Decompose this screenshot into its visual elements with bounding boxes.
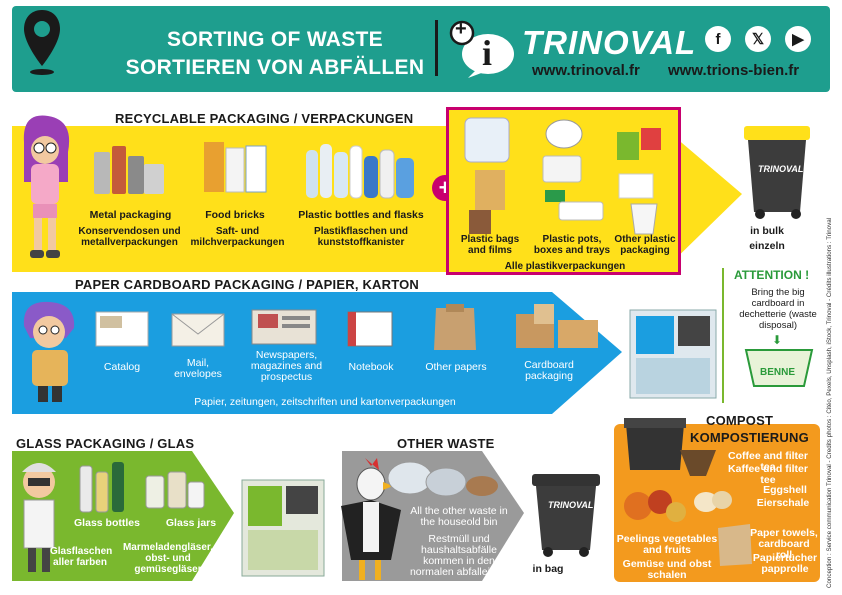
grey-bin-image bbox=[532, 474, 600, 557]
glass-title: GLASS PACKAGING / GLAS bbox=[16, 436, 195, 451]
food-bricks-de-label: Saft- und milchverpackungen bbox=[190, 226, 285, 248]
metal-packaging-de-label: Konservendosen und metallverpackungen bbox=[78, 226, 181, 248]
other-waste-image bbox=[387, 461, 498, 497]
paper-towels-label: Paper towels, cardboard roll bbox=[750, 527, 818, 561]
catalog-image bbox=[95, 311, 149, 347]
eggshell-label: Eggshell bbox=[763, 484, 807, 496]
girl-character-illustration bbox=[23, 115, 70, 258]
metal-packaging-image bbox=[94, 146, 164, 194]
plastic-packaging-box bbox=[446, 107, 681, 275]
mail-label: Mail, envelopes bbox=[174, 357, 222, 380]
attention-title: ATTENTION ! bbox=[734, 268, 810, 282]
paper-title: PAPER CARDBOARD PACKAGING / PAPIER, KART… bbox=[75, 277, 420, 292]
peelings-de-label: Gemüse und obst schalen bbox=[622, 558, 712, 581]
peelings-label: Peelings vegetables and fruits bbox=[616, 533, 718, 556]
newspapers-image bbox=[251, 309, 317, 345]
notebook-label: Notebook bbox=[348, 361, 394, 373]
benne-label: BENNE bbox=[760, 367, 796, 378]
header-divider bbox=[435, 20, 438, 76]
cardboard-image bbox=[516, 304, 598, 348]
paper-towel-image bbox=[718, 524, 752, 566]
other-plastic-label: Other plastic packaging bbox=[614, 234, 676, 256]
compost-title-en: COMPOST bbox=[706, 413, 774, 428]
coffee-label: Coffee and filter tea bbox=[728, 450, 808, 473]
peelings-image bbox=[624, 490, 686, 522]
plastic-bottles-de-label: Plastikflaschen und kunststoffkanister bbox=[314, 226, 408, 248]
youtube-icon[interactable]: ▶ bbox=[785, 26, 811, 52]
other-waste-de-text: Restmüll und haushaltsabfälle kommen in … bbox=[409, 533, 509, 578]
credits-text: Conception : Service communication Trino… bbox=[826, 217, 833, 588]
scientist-character-illustration bbox=[22, 463, 56, 572]
info-icon: + i bbox=[448, 18, 518, 78]
coffee-de-label: Kaffee und filter tee bbox=[728, 463, 808, 486]
plastic-items-image bbox=[464, 117, 661, 235]
plastic-bags-label: Plastic bags and films bbox=[460, 234, 520, 256]
eggshell-de-label: Eierschale bbox=[756, 497, 810, 509]
food-bricks-image bbox=[204, 142, 267, 193]
location-pin-icon bbox=[24, 10, 60, 75]
glass-container-image bbox=[241, 479, 325, 577]
x-icon[interactable]: 𝕏 bbox=[745, 26, 771, 52]
glass-bottles-image bbox=[79, 462, 124, 513]
attention-divider bbox=[722, 268, 724, 403]
other-papers-image bbox=[434, 304, 476, 350]
in-bulk-label: in bulk bbox=[750, 225, 784, 237]
boy-character-illustration bbox=[23, 301, 75, 402]
cardboard-label: Cardboard packaging bbox=[524, 359, 574, 382]
metal-packaging-label: Metal packaging bbox=[89, 209, 172, 221]
paper-container-image bbox=[629, 309, 717, 399]
paper-towels-de-label: Papiertücher papprolle bbox=[752, 552, 818, 575]
facebook-icon[interactable]: f bbox=[705, 26, 731, 52]
url-trions-bien[interactable]: www.trions-bien.fr bbox=[668, 62, 800, 79]
in-bag-label: in bag bbox=[532, 563, 564, 575]
glass-jars-image bbox=[145, 471, 205, 509]
benne-dumpster-image: ⬇ bbox=[744, 334, 814, 387]
notebook-image bbox=[347, 311, 393, 347]
compost-bin-image bbox=[624, 418, 686, 470]
rooster-character-illustration bbox=[341, 458, 401, 580]
brand-logo: TRINOVAL bbox=[522, 24, 697, 61]
coffee-filter-image bbox=[680, 450, 716, 476]
url-trinoval[interactable]: www.trinoval.fr bbox=[532, 62, 640, 79]
glass-bottles-de-label: Glasflaschen aller farben bbox=[50, 546, 113, 568]
mail-image bbox=[171, 313, 225, 347]
food-bricks-label: Food bricks bbox=[205, 209, 265, 221]
title-en: SORTING OF WASTE bbox=[167, 28, 383, 51]
compost-title-de: KOMPOSTIERUNG bbox=[690, 430, 809, 445]
paper-footer: Papier, zeitungen, zeitschriften und kar… bbox=[194, 396, 456, 408]
svg-text:⬇: ⬇ bbox=[772, 334, 782, 347]
attention-text: Bring the big cardboard in dechetterie (… bbox=[739, 287, 817, 331]
info-plus-glyph: + bbox=[455, 18, 467, 40]
title-de: SORTIEREN VON ABFÄLLEN bbox=[125, 56, 425, 79]
newspapers-label: Newspapers, magazines and prospectus bbox=[250, 349, 323, 383]
other-waste-title: OTHER WASTE bbox=[397, 436, 495, 451]
plastic-bottles-image bbox=[306, 144, 414, 199]
info-i-glyph: i bbox=[482, 33, 493, 73]
glass-jars-label: Glass jars bbox=[165, 517, 217, 529]
catalog-label: Catalog bbox=[103, 361, 141, 373]
glass-bottles-label: Glass bottles bbox=[74, 517, 140, 529]
eggshell-image bbox=[694, 491, 732, 512]
yellow-bin-brand: TRINOVAL bbox=[758, 164, 804, 174]
header-bar bbox=[12, 6, 830, 92]
plastic-pots-label: Plastic pots, boxes and trays bbox=[533, 234, 611, 256]
glass-jars-de-label: Marmeladengläser, obst- und gemüsegläser bbox=[122, 542, 214, 575]
recyclable-title: RECYCLABLE PACKAGING / VERPACKUNGEN bbox=[115, 111, 414, 126]
other-waste-en-text: All the other waste in the houseold bin bbox=[410, 505, 508, 528]
plastic-box-footer: Alle plastikverpackungen bbox=[504, 261, 626, 272]
plastic-bottles-label: Plastic bottles and flasks bbox=[298, 209, 424, 221]
grey-bin-brand: TRINOVAL bbox=[548, 500, 594, 510]
yellow-bin-image bbox=[744, 126, 810, 219]
einzeln-label: einzeln bbox=[749, 240, 785, 252]
other-papers-label: Other papers bbox=[425, 361, 487, 373]
